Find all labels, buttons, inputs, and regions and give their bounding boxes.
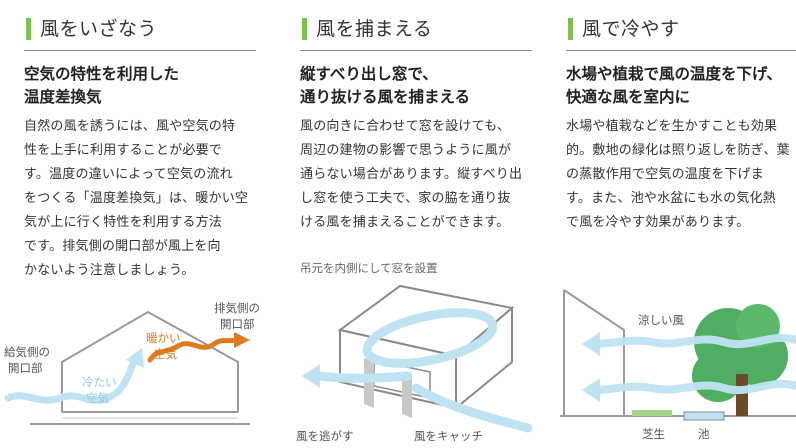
column-cool-wind: 風で冷やす 水場や植栽で風の温度を下げ、 快適な風を室内に 水場や植栽などを生か…: [566, 0, 796, 235]
svg-text:風を逃がす: 風を逃がす: [296, 429, 354, 443]
cool-air-label-2: 空気: [86, 391, 109, 405]
section-title: 風で冷やす: [582, 18, 680, 40]
section-subtitle: 縦すべり出し窓で、 通り抜ける風を捕まえる: [300, 65, 471, 106]
tree: [692, 304, 788, 416]
casement-sash-left: [364, 358, 374, 408]
column-catch-wind: 風を捕まえる 縦すべり出し窓で、 通り抜ける風を捕まえる 風の向きに合わせて窓を…: [300, 0, 550, 235]
section-subtitle: 空気の特性を利用した 温度差換気: [24, 65, 180, 106]
house-outline: [61, 310, 239, 412]
warm-air-arrowhead: [234, 332, 250, 348]
catch-wind-arrow: [411, 383, 533, 433]
outlet-label-2: 開口部: [220, 317, 255, 331]
section-subtitle: 水場や植栽で風の温度を下げ、 快適な風を室内に: [566, 65, 782, 106]
inlet-label-2: 開口部: [8, 361, 43, 375]
svg-text:空気: 空気: [86, 391, 109, 405]
diagram-cooling-landscape: 涼しい風 芝生 池: [560, 289, 796, 441]
lawn: [632, 410, 672, 416]
svg-text:風をキャッチ: 風をキャッチ: [414, 429, 483, 443]
section-title: 風をいざなう: [40, 18, 158, 40]
svg-text:開口部: 開口部: [220, 317, 255, 331]
section-title: 風を捕まえる: [316, 18, 433, 40]
svg-text:開口部: 開口部: [8, 361, 43, 375]
accent-bar: [302, 18, 307, 40]
tree-trunk: [736, 374, 748, 416]
svg-text:冷たい: 冷たい: [82, 375, 117, 389]
section-body: 水場や植栽などを生かすことも効果 的。敷地の緑化は照り返しを防ぎ、葉 の蒸散作用…: [566, 119, 790, 230]
column-ventilation: 風をいざなう 空気の特性を利用した 温度差換気 自然の風を誘うには、風や空気の特…: [24, 0, 274, 283]
svg-text:暖かい: 暖かい: [146, 331, 181, 345]
warm-air-arrow: [147, 337, 239, 363]
outlet-label-1: 排気側の: [214, 301, 260, 315]
warm-air-label-2: 空気: [154, 347, 177, 361]
escape-wind-label: 風を逃がす: [296, 429, 354, 443]
svg-text:吊元を内側にして窓を設置: 吊元を内側にして窓を設置: [300, 261, 438, 275]
accent-bar: [568, 18, 573, 40]
casement-sash-right: [402, 374, 412, 418]
cool-air-arrow: [4, 358, 138, 404]
cool-wind-lower-arrowhead: [582, 378, 600, 402]
pond: [683, 411, 725, 421]
svg-text:給気側の: 給気側の: [4, 345, 50, 359]
cool-wind-label: 涼しい風: [638, 313, 684, 327]
cool-wind-upper-arrowhead: [582, 332, 600, 356]
svg-text:空気: 空気: [154, 347, 177, 361]
escape-wind-arrow: [315, 371, 413, 383]
diagram-casement-window: 吊元を内側にして窓を設置 風を逃がす 風をキャッチ: [296, 261, 533, 443]
section-header: 風を捕まえる: [300, 14, 532, 51]
pond-label: 池: [698, 427, 710, 441]
accent-bar: [26, 18, 31, 40]
catch-wind-label: 風をキャッチ: [414, 429, 483, 443]
inlet-label-1: 給気側の: [4, 345, 50, 359]
svg-text:排気側の: 排気側の: [214, 301, 260, 315]
cool-air-label-1: 冷たい: [82, 375, 117, 389]
section-header: 風をいざなう: [24, 14, 256, 51]
cool-wind-upper: [592, 333, 796, 349]
cool-wind-lower: [592, 379, 796, 395]
window-setting-label: 吊元を内側にして窓を設置: [300, 261, 438, 275]
svg-text:涼しい風: 涼しい風: [638, 313, 684, 327]
cool-air-arrowhead: [126, 348, 144, 368]
escape-wind-arrowhead: [302, 364, 320, 388]
diagram-stack-ventilation: 給気側の 開口部 排気側の 開口部 冷たい 空気 暖かい 空気: [4, 301, 260, 425]
svg-text:池: 池: [698, 427, 710, 441]
lawn-label: 芝生: [642, 427, 665, 441]
svg-text:芝生: 芝生: [642, 427, 665, 441]
section-header: 風で冷やす: [566, 14, 796, 51]
section-body: 風の向きに合わせて窓を設けても、 周辺の建物の影響で思うように風が 通らない場合…: [300, 119, 523, 230]
warm-air-label-1: 暖かい: [146, 331, 181, 345]
section-body: 自然の風を誘うには、風や空気の特 性を上手に利用することが必要で す。温度の違い…: [24, 119, 249, 278]
airflow-loop: [362, 308, 498, 368]
